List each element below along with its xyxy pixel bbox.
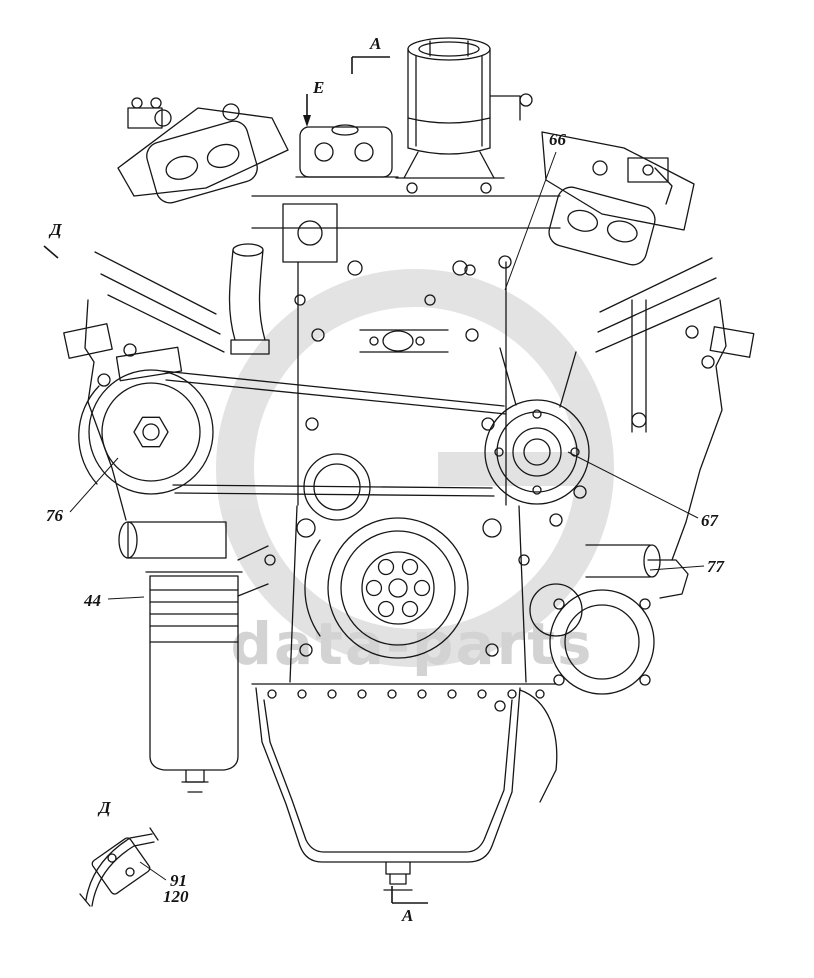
callout-120-label: 120 — [163, 887, 189, 906]
section-a-bottom-label: А — [402, 906, 414, 925]
crankshaft-damper — [289, 505, 527, 683]
starter-assembly — [518, 485, 689, 695]
leader-76 — [69, 457, 119, 513]
oil-filter — [118, 521, 276, 793]
bracket-detail — [79, 827, 159, 907]
view-d-upper-mark — [43, 245, 59, 259]
callout-44-label: 44 — [84, 591, 101, 610]
front-top-structure — [251, 195, 561, 306]
cylinder-banks — [63, 251, 755, 561]
left-exhaust-flange — [146, 120, 258, 204]
right-pulley — [484, 347, 590, 505]
leader-91-120 — [139, 861, 167, 881]
center-rocker-cover — [295, 124, 399, 178]
section-a-top-mark — [351, 56, 390, 74]
water-pump-pulley — [303, 453, 371, 521]
power-steering-reservoir — [395, 37, 533, 194]
view-d-lower-label: Д — [99, 798, 111, 817]
leader-44 — [107, 596, 145, 600]
coolant-pipe — [228, 243, 270, 355]
view-d-upper-label: Д — [50, 220, 62, 239]
leader-lines — [69, 151, 705, 881]
view-e-arrow — [303, 94, 311, 127]
callout-67-label: 67 — [701, 511, 718, 530]
leader-67 — [567, 451, 699, 519]
drive-belt — [162, 370, 507, 497]
section-marks — [43, 56, 428, 904]
section-a-bottom-mark — [391, 886, 428, 904]
oil-pan — [251, 683, 558, 891]
misc-bolts — [97, 325, 715, 527]
watermark-logo: data-parts — [216, 269, 614, 678]
callout-77-label: 77 — [707, 557, 724, 576]
view-e-label: Е — [313, 78, 325, 97]
block-face — [297, 261, 647, 506]
callout-91-label: 91 — [170, 871, 187, 890]
callout-66-label: 66 — [549, 130, 566, 149]
callout-76-label: 76 — [46, 506, 63, 525]
watermark-text: data-parts — [230, 610, 593, 678]
leader-66 — [504, 151, 557, 291]
line-art — [63, 37, 755, 907]
fan-pulley — [78, 346, 214, 495]
right-exhaust-flange — [548, 186, 656, 266]
section-a-top-label: А — [370, 34, 382, 53]
left-valve-cover — [117, 97, 289, 197]
leader-77 — [649, 565, 705, 571]
